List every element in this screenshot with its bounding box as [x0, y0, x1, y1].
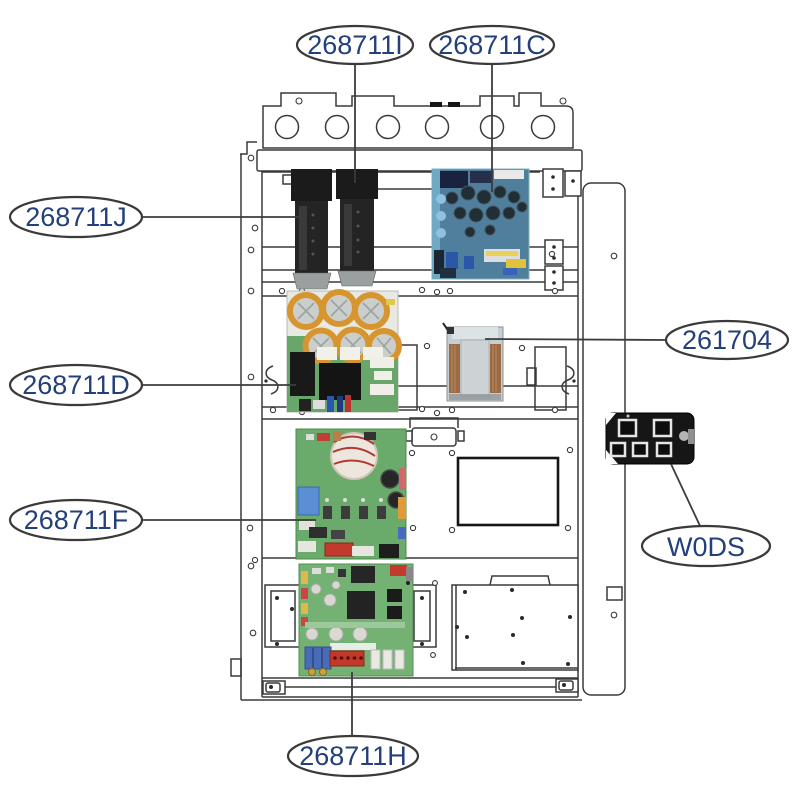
callout-oval: [664, 319, 790, 361]
callout-268711f: 268711F: [8, 498, 144, 542]
part-number-label: 268711J: [25, 202, 127, 232]
callout-268711j: 268711J: [8, 195, 144, 239]
part-number-label: 268711D: [22, 370, 130, 400]
callout-268711h: 268711H: [286, 734, 420, 778]
terminal-plate-outline: [456, 456, 560, 527]
leader-w0ds: [670, 463, 702, 529]
callout-oval: [8, 195, 144, 239]
power-pcb: [431, 168, 530, 280]
component-box: [451, 575, 579, 671]
main-pcb: [298, 563, 414, 677]
inverter-pcb: [295, 428, 407, 560]
part-number-label: 268711H: [299, 741, 407, 771]
part-number-label: 261704: [682, 325, 772, 355]
callout-261704: 261704: [664, 319, 790, 361]
callout-oval: [8, 498, 144, 542]
callout-268711c: 268711C: [428, 24, 556, 66]
callout-oval: [428, 24, 556, 66]
callout-oval: [286, 734, 420, 778]
top-rail-band: [256, 149, 583, 172]
cutout-right: [561, 365, 575, 395]
top-plate-holes: [274, 97, 567, 140]
callout-268711d: 268711D: [8, 363, 144, 407]
part-number-label: 268711F: [24, 505, 129, 535]
mounting-brackets-right: [542, 168, 582, 291]
callout-268711i: 268711I: [295, 24, 415, 66]
callout-w0ds: W0DS: [640, 524, 772, 568]
reactor: [442, 322, 504, 402]
callout-oval: [8, 363, 144, 407]
diode-module: [605, 412, 695, 465]
capacitor-pcb: [286, 289, 402, 413]
callout-oval: [295, 24, 415, 66]
callout-oval: [640, 524, 772, 568]
transformer-right: [336, 169, 378, 287]
leader-261704: [484, 338, 667, 341]
screws: [246, 154, 618, 666]
bottom-brackets: [262, 678, 579, 695]
u-bracket: [405, 417, 465, 447]
cutout-left: [265, 365, 279, 395]
top-plate: [262, 92, 574, 149]
cabinet-frame: [230, 92, 626, 701]
transformer-left: [291, 169, 332, 290]
leader-lines: [140, 64, 702, 736]
part-number-label: 268711I: [307, 30, 403, 60]
part-number-label: W0DS: [667, 532, 745, 562]
part-number-label: 268711C: [438, 30, 546, 60]
